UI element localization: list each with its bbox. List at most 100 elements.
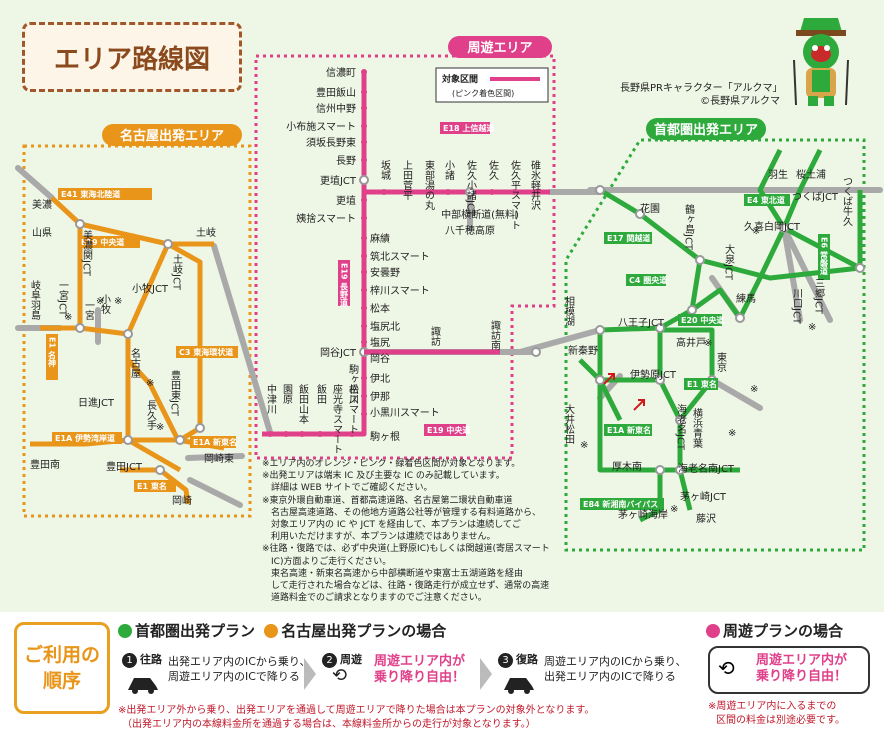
- usage-label-line-2: 順序: [42, 670, 81, 692]
- footnote-4: 区間の料金は別途必要です。: [716, 715, 845, 726]
- station-label: 一宮: [83, 300, 95, 321]
- note-line: 東名高速・新東名高速から中部横断道や東富士五湖道路を経由: [262, 568, 524, 579]
- station-label: 信州中野: [316, 102, 356, 115]
- station-label: つくば牛久: [841, 176, 853, 227]
- step-2-title: 周遊: [340, 653, 362, 666]
- station-label: 座光寺スマート: [331, 383, 343, 454]
- station-label: 川口JCT: [791, 288, 803, 325]
- road-badge-label: E84 新湘南バイパス: [583, 499, 658, 509]
- plan-heading: 首都圏出発プラン 名古屋出発プランの場合: [118, 620, 446, 641]
- note-line: ※エリア内のオレンジ・ピンク・緑着色区間が対象となります。: [262, 459, 521, 469]
- station-label: 岡崎東: [204, 452, 234, 465]
- station-label: 佐久: [487, 160, 499, 181]
- orange-dot-icon: [264, 624, 279, 638]
- road-badge-label: E4 東北道: [747, 195, 785, 205]
- station-label: 岡谷JCT: [320, 347, 357, 359]
- station-label: 伊勢原JCT: [630, 368, 677, 381]
- station-label: 土岐: [196, 226, 216, 239]
- station-labels: 信濃町豊田飯山信州中野小布施スマート須坂長野東長野更埴JCT更埴姨捨スマート麻績…: [29, 66, 853, 525]
- station-label: 厚木南: [612, 460, 642, 473]
- arukuma-mascot-icon: [793, 18, 849, 106]
- shuyu-area-tag: 周遊エリア: [448, 36, 552, 58]
- station-label: 藤沢: [696, 512, 716, 525]
- road-badge-label: E18 上信越道: [443, 123, 494, 133]
- station-label: 茅ヶ崎海岸: [618, 508, 668, 521]
- map-title: エリア路線図: [53, 44, 210, 75]
- note-line: ※往路・復路では、必ず中央道(上野原IC)もしくは関越道(寄居スマート: [262, 544, 550, 555]
- loop-arrows-icon: ⟲: [332, 665, 348, 686]
- station-label: つくばJCT: [792, 191, 839, 203]
- station-label: ※: [752, 226, 760, 237]
- station-label: 須坂長野東: [306, 136, 356, 149]
- station-label: 花園: [640, 202, 660, 215]
- station-label: 松川: [347, 383, 359, 404]
- station-label: 中部横断道(無料): [441, 208, 519, 221]
- station-label: 坂城: [379, 160, 391, 181]
- station-label: 豊田飯山: [316, 86, 356, 99]
- station-label: 八千穂高原: [445, 224, 495, 237]
- usage-label-line-1: ご利用の: [23, 644, 100, 666]
- station-label: 美濃関JCT: [81, 229, 93, 277]
- road-badge-label: E19 長野道: [339, 263, 349, 307]
- step-3-text-2: 出発エリア内のICで降りる: [544, 670, 676, 683]
- legend-sub: (ピンク着色区間): [452, 88, 514, 98]
- station-label: ※: [728, 428, 736, 439]
- station-label: 更埴: [336, 194, 356, 207]
- loop-arrows-icon-2: ⟲: [718, 656, 735, 680]
- station-label: 練馬: [736, 292, 756, 305]
- station-label: 駒ヶ根: [370, 430, 400, 443]
- station-label: 岡谷: [370, 353, 390, 365]
- station-label: 岐阜羽島: [29, 279, 41, 321]
- station-label: 駒ヶ岳スマート: [347, 364, 359, 434]
- station-label: 小布施スマート: [286, 120, 356, 133]
- green-dot-icon: [118, 624, 132, 638]
- station-label: 一宮JCT: [57, 280, 69, 317]
- step-1-text: 出発エリア内のICから乗り、 周遊エリア内のICで降りる: [168, 654, 310, 684]
- step-3-number: 3: [498, 653, 513, 668]
- road-badge-label: E1A 新東名: [193, 437, 237, 447]
- station-label: 筑北スマート: [370, 250, 430, 263]
- plan-head-shutoken: 首都圏出発プラン: [135, 622, 256, 640]
- station-label: 高井戸: [676, 336, 706, 349]
- road-badge-E1As: E1A 新東名: [604, 424, 652, 436]
- road-badge-E20: E20 中央道: [678, 314, 724, 326]
- road-badge-E41: E41 東海北陸道: [58, 188, 152, 200]
- station-label: 碓氷軽井沢: [529, 159, 541, 211]
- shuyu-free-text-2: 乗り降り自由！: [756, 669, 848, 684]
- road-badge-E84: E84 新湘南バイパス: [580, 498, 664, 510]
- station-label: 羽生: [768, 168, 788, 181]
- road-badge-E19b: E19 長野道: [338, 260, 350, 307]
- station-label: 久喜白岡JCT: [744, 220, 801, 233]
- road-badge-E4: E4 東北道: [744, 194, 790, 206]
- station-label: 梓川スマート: [370, 284, 430, 297]
- station-label: ※: [146, 378, 154, 389]
- road-badge-label: E41 東海北陸道: [61, 189, 120, 199]
- station-label: 更埴JCT: [320, 174, 357, 187]
- usage-order-label: ご利用の 順序: [14, 622, 110, 714]
- station-label: ※: [114, 296, 122, 307]
- step-1-title: 往路: [140, 653, 162, 666]
- station-label: 伊北: [370, 373, 390, 385]
- step-2-text-1: 周遊エリア内が: [374, 654, 466, 669]
- road-badge-E18: E18 上信越道: [440, 122, 494, 134]
- step-3-text-1: 周遊エリア内のICから乗り、: [544, 655, 687, 668]
- road-badge-E19a: E19 中央道: [78, 236, 140, 248]
- road-badge-E1A: E1A 伊勢湾岸道: [52, 432, 122, 444]
- station-label: 塩尻: [370, 336, 390, 349]
- note-line: 道路料金でのご請求となりますのでご注意ください。: [262, 593, 487, 604]
- road-badge-E1Ab: E1A 新東名: [190, 436, 237, 448]
- station-label: 山県: [32, 227, 52, 239]
- road-badge-label: E1 名神: [48, 337, 57, 368]
- station-label: 美濃: [32, 198, 52, 211]
- station-label: 長野: [336, 155, 356, 167]
- station-label: 中津川: [265, 383, 277, 414]
- road-badge-E17: E17 関越道: [604, 232, 652, 244]
- station-label: 諏訪: [429, 325, 441, 347]
- note-line: IC)方面よりご走行ください。: [262, 556, 392, 567]
- shutoken-area-label: 首都圏出発エリア: [654, 122, 758, 138]
- station-label: ※: [670, 504, 678, 515]
- note-line: 利用いただけますが、本プランは連続ではありません。: [262, 532, 496, 543]
